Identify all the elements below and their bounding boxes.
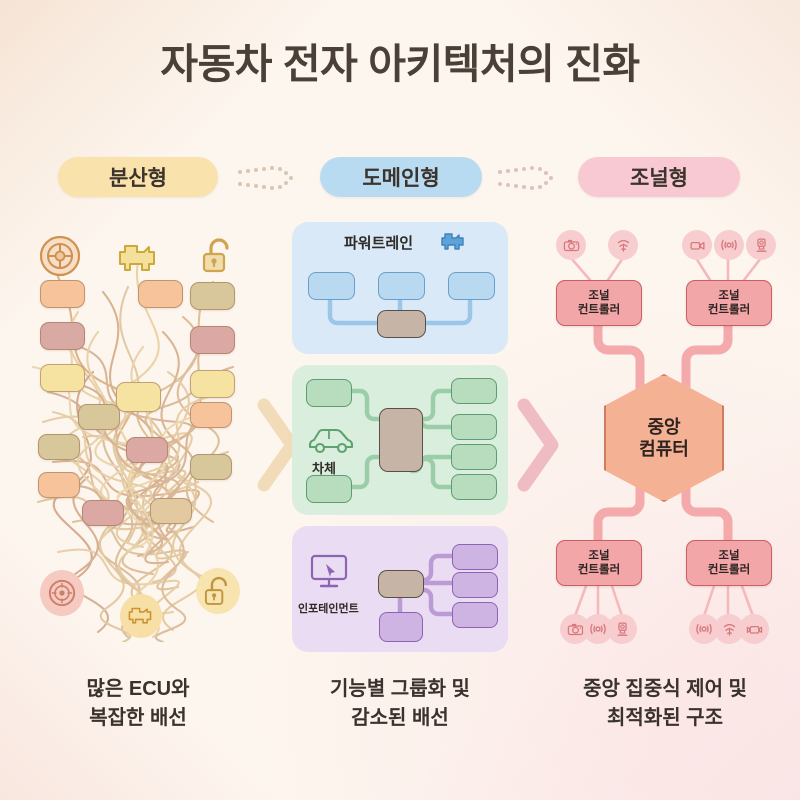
zonal-controller-label-line2: 컨트롤러 [707,304,751,316]
monitor-cursor-icon [310,554,348,588]
zonal-controller-bottom-right[interactable]: 조널 컨트롤러 [686,540,772,586]
zonal-backbone-links [593,317,733,545]
panel-powertrain-label: 파워트레인 [344,235,414,252]
stage-pill-distributed-label: 분산형 [109,167,167,190]
infotainment-node[interactable] [452,602,498,628]
zonal-controller-top-right[interactable]: 조널 컨트롤러 [686,280,772,326]
caption-distributed: 많은 ECU와 복잡한 배선 [18,675,258,733]
infotainment-node[interactable] [379,612,423,642]
caption-domain: 기능별 그룹화 및 감소된 배선 [278,675,522,733]
body-node[interactable] [451,414,497,440]
ecu-box[interactable] [116,382,161,412]
lock-open-icon [196,568,240,614]
body-gateway[interactable] [379,408,423,472]
caption-distributed-line2: 복잡한 배선 [89,707,187,729]
stage-pill-zonal-label: 조널형 [630,167,688,190]
page-title: 자동차 전자 아키텍처의 진화 [160,41,640,87]
ecu-box[interactable] [126,437,168,463]
ecu-box[interactable] [190,282,235,310]
ecu-box[interactable] [40,280,85,308]
column-domain: 파워트레인 차체 [292,222,508,652]
ecu-box[interactable] [78,404,120,430]
ecu-box[interactable] [150,498,192,524]
central-computer-label-line1: 중앙 [647,416,681,437]
zonal-controller-bottom-left[interactable]: 조널 컨트롤러 [556,540,642,586]
body-node[interactable] [451,444,497,470]
central-computer-label-line2: 컴퓨터 [639,439,689,459]
zonal-controller-label-line2: 컨트롤러 [577,564,621,576]
zonal-controller-label-line1: 조널 [588,549,610,562]
infotainment-node[interactable] [452,544,498,570]
dotted-arrow-right-icon-2 [498,166,553,190]
lidar-icon [607,614,637,644]
video-camera-icon [682,230,712,260]
ecu-box[interactable] [38,434,80,460]
car-icon [308,428,354,454]
ecu-box[interactable] [190,370,235,398]
ecu-box[interactable] [40,364,85,392]
infotainment-gateway[interactable] [378,570,424,598]
powertrain-node[interactable] [308,272,355,300]
stage-pill-domain-label: 도메인형 [362,167,440,190]
caption-zonal-line1: 중앙 집중식 제어 및 [583,678,747,700]
ecu-box[interactable] [190,454,232,480]
body-node[interactable] [451,474,497,500]
chevron-right-icon-2 [517,398,559,492]
body-node[interactable] [306,379,352,407]
zonal-controller-label-line2: 컨트롤러 [577,304,621,316]
ecu-box[interactable] [190,326,235,354]
ecu-box[interactable] [138,280,183,308]
sensor-leader-lines [569,256,763,618]
zonal-controller-label-line1: 조널 [718,549,740,562]
infotainment-node[interactable] [452,572,498,598]
zonal-controller-top-left[interactable]: 조널 컨트롤러 [556,280,642,326]
engine-icon [114,236,160,276]
zonal-controller-label-line1: 조널 [718,289,740,302]
body-node[interactable] [306,475,352,503]
stage-pill-zonal[interactable]: 조널형 [578,157,740,197]
caption-domain-line2: 감소된 배선 [351,707,449,729]
camera-icon [556,230,586,260]
ecu-box[interactable] [190,402,232,428]
ecu-box[interactable] [38,472,80,498]
engine-icon [441,233,464,250]
ecu-box[interactable] [40,322,85,350]
powertrain-node[interactable] [378,272,425,300]
powertrain-node[interactable] [448,272,495,300]
powertrain-gateway[interactable] [377,310,426,338]
zonal-controller-label-line1: 조널 [588,289,610,302]
lock-open-icon [198,234,238,278]
panel-infotainment-label: 인포테인먼트 [298,603,359,615]
ecu-box[interactable] [82,500,124,526]
wheel-icon [40,570,84,616]
body-node[interactable] [451,378,497,404]
radar-signal-icon [714,230,744,260]
column-distributed [18,222,258,642]
caption-zonal-line2: 최적화된 구조 [607,707,723,729]
engine-icon [120,594,162,638]
caption-zonal: 중앙 집중식 제어 및 최적화된 구조 [538,675,792,733]
zonal-controller-label-line2: 컨트롤러 [707,564,751,576]
caption-distributed-line1: 많은 ECU와 [86,678,190,700]
dotted-arrow-right-icon-1 [238,166,293,190]
central-computer-node[interactable]: 중앙 컴퓨터 [604,374,724,502]
panel-body-label: 차체 [312,461,336,476]
column-zonal: 조널 컨트롤러 조널 컨트롤러 조널 컨트롤러 조널 컨트롤러 중앙 컴퓨터 [530,222,792,652]
lidar-icon [746,230,776,260]
caption-domain-line1: 기능별 그룹화 및 [330,678,470,700]
stage-pill-domain[interactable]: 도메인형 [320,157,482,197]
video-camera-icon [739,614,769,644]
radar-wave-icon [608,230,638,260]
wheel-icon [38,234,82,278]
stage-pill-distributed[interactable]: 분산형 [58,157,218,197]
